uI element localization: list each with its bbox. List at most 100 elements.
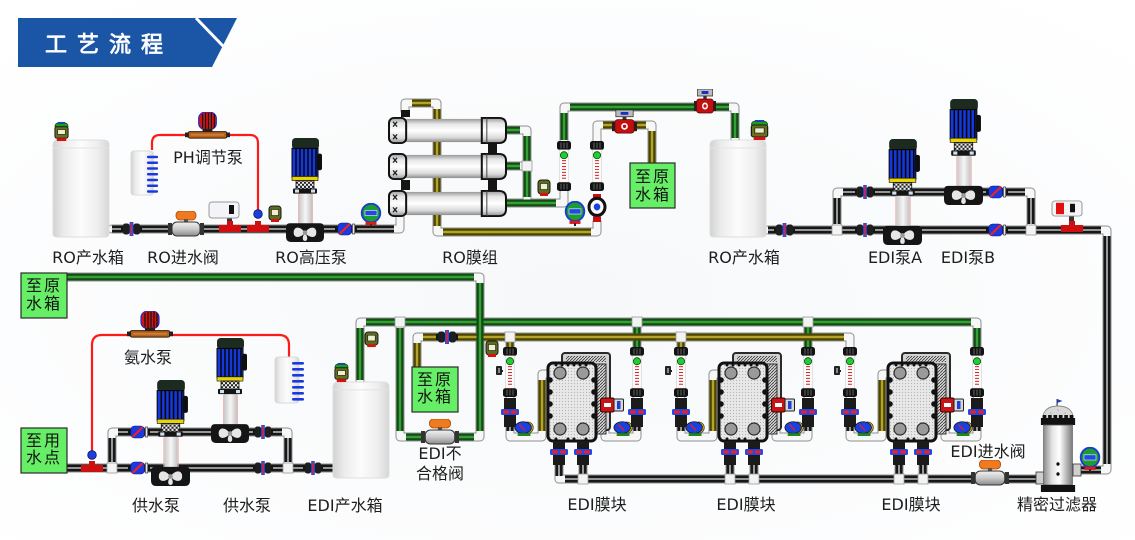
pipe-fitting xyxy=(577,457,589,465)
edi-module-stack xyxy=(886,352,952,443)
pipe-fitting xyxy=(971,417,983,427)
edi-module-3-label: EDI膜块 xyxy=(881,495,940,514)
edi-module-stack xyxy=(546,352,612,443)
pressure-gauge xyxy=(854,421,874,436)
pipe-fitting xyxy=(577,441,589,447)
sensor-icon xyxy=(834,366,841,375)
section-header: 工艺流程 xyxy=(18,16,237,67)
edi-pump-b-label: EDI泵B xyxy=(941,248,995,267)
pressure-switch xyxy=(537,179,551,197)
to-raw-tank-line-2: 水箱 xyxy=(417,387,453,406)
edi-reject-valve-label-line-2: 合格阀 xyxy=(416,464,464,483)
sensor-stem xyxy=(227,217,232,222)
pipe-fitting xyxy=(802,398,814,407)
pipe-union xyxy=(253,461,273,475)
conductivity-meter xyxy=(1051,200,1083,217)
ro-product-tank-left-label: RO产水箱 xyxy=(52,248,124,267)
pipe-fitting xyxy=(844,398,856,407)
pressure-gauge xyxy=(613,421,633,436)
sensor-icon xyxy=(665,366,672,375)
equipment-labels: RO产水箱 RO进水阀 PH调节泵 RO高压泵 RO膜组 RO产水箱 EDI泵A… xyxy=(52,148,1097,515)
tee-fitting xyxy=(917,473,929,485)
edi-module-1-label: EDI膜块 xyxy=(567,495,626,514)
pressure-gauge xyxy=(784,421,804,436)
chevron-icon xyxy=(194,16,225,48)
to-raw-tank-box: 至原 水箱 xyxy=(629,162,676,209)
check-valve xyxy=(335,222,357,236)
membrane-connector xyxy=(401,180,410,190)
pipe-fitting xyxy=(553,441,565,447)
ph-dosing-pump-label: PH调节泵 xyxy=(173,148,243,167)
pipe-fitting xyxy=(724,441,736,447)
pressure-switch xyxy=(364,331,379,348)
tee-fitting xyxy=(724,473,736,485)
ro-membrane-vessel xyxy=(388,190,507,217)
pressure-gauge xyxy=(514,421,534,436)
to-raw-tank-line-1: 至原 xyxy=(417,370,453,389)
ammonia-dosing-line xyxy=(90,333,291,451)
to-raw-tank-box-bg xyxy=(629,162,676,209)
to-use-point-box-bg xyxy=(20,427,68,474)
concentrate-motorized-valve xyxy=(612,110,637,134)
pipe-union xyxy=(774,223,795,237)
ro-membrane-vessel xyxy=(388,117,507,144)
to-use-point-line-2: 水点 xyxy=(26,448,62,467)
to-raw-tank-box-bg xyxy=(20,272,68,319)
to-raw-tank-line-2: 水箱 xyxy=(635,185,671,204)
pipe-fitting xyxy=(553,457,565,465)
pipe-fitting xyxy=(917,441,929,447)
to-raw-tank-line-1: 至原 xyxy=(635,167,671,186)
ro-high-pressure-pump-label: RO高压泵 xyxy=(275,248,347,267)
membrane-connector xyxy=(488,144,497,153)
edi-pump-a-label: EDI泵A xyxy=(868,248,922,267)
tee-fitting xyxy=(893,473,905,485)
level-gauge xyxy=(54,121,69,142)
edi-product-tank-label: EDI产水箱 xyxy=(307,496,382,515)
to-raw-tank-line-1: 至原 xyxy=(26,276,62,295)
check-valve xyxy=(128,461,150,475)
precision-filter-label: 精密过滤器 xyxy=(1017,495,1097,514)
pipe-fitting xyxy=(748,457,760,465)
tee-fitting xyxy=(394,316,406,328)
ammonia-pump-label: 氨水泵 xyxy=(124,348,172,367)
tee-fitting xyxy=(282,462,294,474)
pipe-union xyxy=(855,223,875,237)
pressure-gauge xyxy=(953,421,973,436)
pipe-fitting xyxy=(748,441,760,447)
conductivity-meter xyxy=(208,201,240,219)
pipe-fitting xyxy=(631,398,643,407)
level-gauge xyxy=(334,362,349,383)
pipe-union xyxy=(855,185,875,199)
pipe-union xyxy=(436,330,458,344)
tee-fitting xyxy=(504,331,516,343)
pipe-fitting xyxy=(675,417,687,427)
pipe-fitting xyxy=(724,457,736,465)
edi-module-stack xyxy=(717,352,783,443)
membrane-connector xyxy=(488,180,497,190)
supply-pump-2-label: 供水泵 xyxy=(223,496,271,515)
sensor-stem xyxy=(1069,216,1074,222)
edi-product-tank xyxy=(332,381,390,479)
level-gauge xyxy=(750,119,769,141)
conductivity-sensor xyxy=(771,397,795,413)
dosing-injection-point xyxy=(253,209,263,219)
tee-fitting xyxy=(1025,224,1037,236)
conductivity-sensor xyxy=(600,397,624,413)
tee-fitting xyxy=(106,462,118,474)
tee-fitting xyxy=(521,160,533,172)
tee-fitting xyxy=(802,316,814,328)
header-banner xyxy=(18,18,237,67)
supply-section: 至原 水箱 至用 水点 xyxy=(20,272,390,486)
pipe-fitting xyxy=(971,398,983,407)
filter-inlet-fitting xyxy=(1035,471,1045,485)
header-title: 工艺流程 xyxy=(45,32,173,58)
pipe-fitting xyxy=(504,398,516,407)
tee-fitting xyxy=(831,224,843,236)
conductivity-sensor xyxy=(940,397,964,413)
pipe-fitting xyxy=(675,398,687,407)
tee-fitting xyxy=(748,473,760,485)
edi-inlet-valve-label: EDI进水阀 xyxy=(950,442,1025,461)
to-raw-tank-line-2: 水箱 xyxy=(26,294,62,313)
to-raw-tank-box: 至原 水箱 xyxy=(20,272,68,319)
check-valve xyxy=(128,425,150,439)
